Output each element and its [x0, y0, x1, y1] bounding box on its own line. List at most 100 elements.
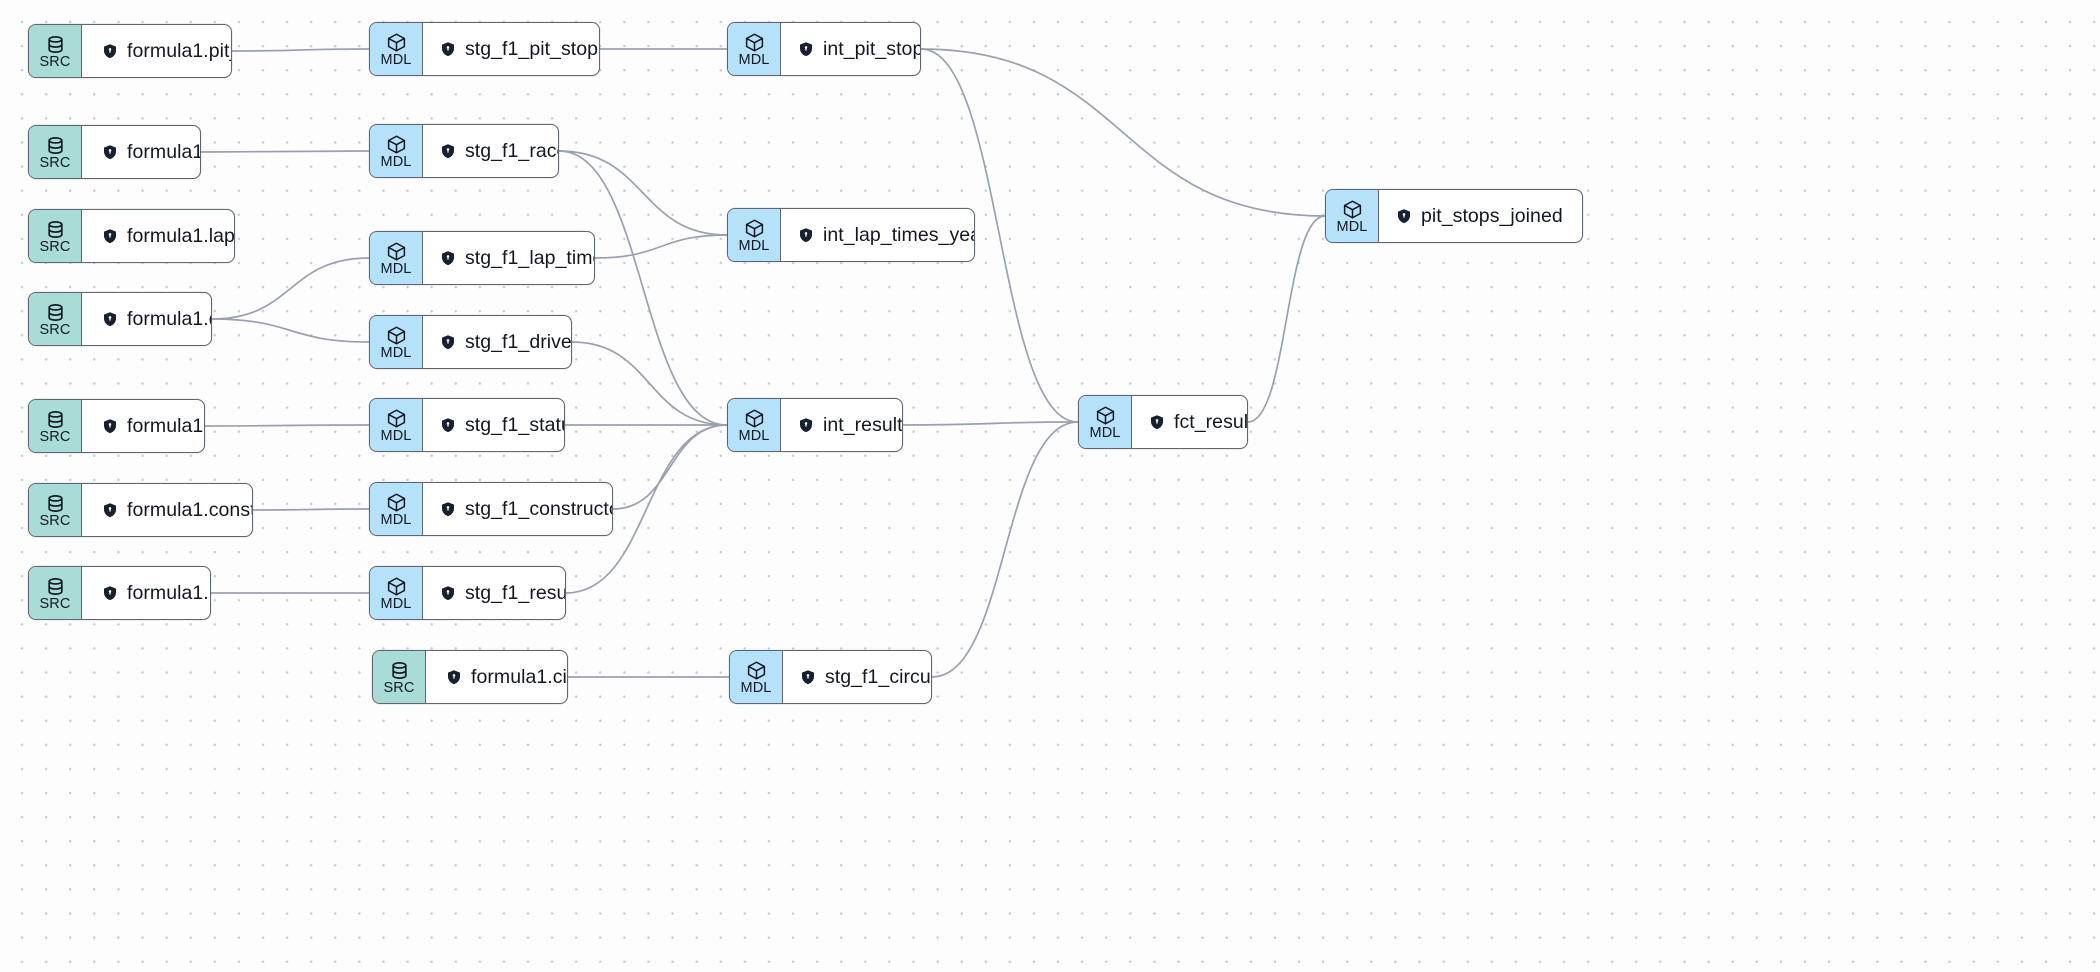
cube-icon — [386, 241, 407, 262]
node-label: int_results — [823, 413, 903, 436]
node-label: stg_f1_races — [465, 139, 558, 162]
lineage-edge-src_constructors-to-stg_constructors — [252, 508, 370, 511]
shield-icon — [440, 143, 456, 159]
shield-icon — [446, 669, 462, 685]
node-body[interactable]: int_lap_times_years — [781, 209, 974, 261]
lineage-edge-fct_results-to-pit_stops_joined — [1247, 215, 1326, 423]
lineage-node-stg_results[interactable]: MDL stg_f1_results — [369, 566, 566, 620]
lineage-node-stg_status[interactable]: MDL stg_f1_status — [369, 398, 565, 452]
lineage-node-src_races[interactable]: SRC formula1.races — [28, 125, 201, 179]
lineage-edge-stg_drivers-to-int_results — [571, 341, 728, 426]
lineage-node-src_results[interactable]: SRC formula1.results — [28, 566, 211, 620]
shield-icon — [1396, 208, 1412, 224]
model-badge: MDL — [370, 483, 423, 535]
node-type-label: MDL — [380, 261, 412, 277]
lineage-node-int_lap_times_years[interactable]: MDL int_lap_times_years — [727, 208, 975, 262]
cube-icon — [1342, 199, 1363, 220]
lineage-node-stg_drivers[interactable]: MDL stg_f1_drivers — [369, 315, 572, 369]
node-label: formula1.constructors — [127, 498, 252, 521]
node-label: pit_stops_joined — [1421, 204, 1563, 227]
node-body[interactable]: stg_f1_results — [423, 567, 565, 619]
node-body[interactable]: stg_f1_drivers — [423, 316, 571, 368]
node-body[interactable]: formula1.pit_stops — [82, 25, 231, 77]
model-badge: MDL — [370, 125, 423, 177]
model-badge: MDL — [1326, 190, 1379, 242]
node-label: formula1.drivers — [127, 307, 211, 330]
node-type-label: SRC — [39, 54, 71, 70]
database-cylinder-icon — [45, 34, 66, 55]
node-label: stg_f1_pit_stops — [465, 37, 600, 60]
cube-icon — [386, 576, 407, 597]
node-body[interactable]: stg_f1_races — [423, 125, 558, 177]
lineage-edge-src_races-to-stg_races — [200, 150, 370, 153]
lineage-node-src_pit_stops[interactable]: SRC formula1.pit_stops — [28, 24, 232, 78]
node-body[interactable]: fct_results — [1132, 396, 1248, 448]
lineage-node-stg_races[interactable]: MDL stg_f1_races — [369, 124, 559, 178]
node-label: stg_f1_status — [465, 413, 564, 436]
lineage-node-fct_results[interactable]: MDL fct_results — [1078, 395, 1248, 449]
node-body[interactable]: int_pit_stops — [781, 23, 920, 75]
cube-icon — [744, 32, 765, 53]
cube-icon — [386, 134, 407, 155]
lineage-node-src_status[interactable]: SRC formula1.status — [28, 399, 205, 453]
lineage-edge-stg_constructors-to-int_results — [612, 424, 728, 510]
source-badge: SRC — [29, 293, 82, 345]
source-badge: SRC — [29, 484, 82, 536]
node-label: stg_f1_circuits — [825, 665, 931, 688]
node-body[interactable]: stg_f1_constructors — [423, 483, 612, 535]
node-body[interactable]: int_results — [781, 399, 903, 451]
node-type-label: MDL — [738, 428, 770, 444]
node-label: fct_results — [1174, 410, 1248, 433]
node-type-label: MDL — [740, 680, 772, 696]
node-type-label: SRC — [39, 239, 71, 255]
node-body[interactable]: stg_f1_lap_times — [423, 232, 594, 284]
shield-icon — [440, 41, 456, 57]
lineage-node-src_circuits[interactable]: SRC formula1.circuits — [372, 650, 568, 704]
shield-icon — [1149, 414, 1165, 430]
node-type-label: SRC — [39, 513, 71, 529]
lineage-node-src_constructors[interactable]: SRC formula1.constructors — [28, 483, 253, 537]
node-body[interactable]: formula1.constructors — [82, 484, 252, 536]
lineage-edge-int_results-to-fct_results — [902, 421, 1079, 426]
cube-icon — [386, 408, 407, 429]
node-body[interactable]: stg_f1_pit_stops — [423, 23, 600, 75]
model-badge: MDL — [1079, 396, 1132, 448]
lineage-node-src_lap_times[interactable]: SRC formula1.lap_times — [28, 209, 235, 263]
lineage-node-pit_stops_joined[interactable]: MDL pit_stops_joined — [1325, 189, 1583, 243]
node-label: stg_f1_lap_times — [465, 246, 594, 269]
lineage-node-stg_constructors[interactable]: MDL stg_f1_constructors — [369, 482, 613, 536]
lineage-node-int_results[interactable]: MDL int_results — [727, 398, 903, 452]
lineage-node-stg_circuits[interactable]: MDL stg_f1_circuits — [729, 650, 932, 704]
model-badge: MDL — [728, 399, 781, 451]
database-cylinder-icon — [389, 660, 410, 681]
node-body[interactable]: stg_f1_circuits — [783, 651, 931, 703]
node-body[interactable]: pit_stops_joined — [1379, 190, 1582, 242]
node-body[interactable]: formula1.results — [82, 567, 210, 619]
node-body[interactable]: stg_f1_status — [423, 399, 564, 451]
node-type-label: MDL — [380, 154, 412, 170]
database-cylinder-icon — [45, 493, 66, 514]
node-label: stg_f1_results — [465, 581, 565, 604]
node-type-label: MDL — [1336, 219, 1368, 235]
database-cylinder-icon — [45, 219, 66, 240]
node-body[interactable]: formula1.status — [82, 400, 204, 452]
cube-icon — [744, 408, 765, 429]
node-body[interactable]: formula1.drivers — [82, 293, 211, 345]
node-body[interactable]: formula1.circuits — [426, 651, 567, 703]
source-badge: SRC — [29, 210, 82, 262]
lineage-node-stg_lap_times[interactable]: MDL stg_f1_lap_times — [369, 231, 595, 285]
lineage-edge-src_pit_stops-to-stg_pit_stops — [231, 48, 370, 52]
node-type-label: MDL — [738, 238, 770, 254]
database-cylinder-icon — [45, 409, 66, 430]
lineage-node-int_pit_stops[interactable]: MDL int_pit_stops — [727, 22, 921, 76]
lineage-edge-stg_lap_times-to-int_lap_times_years — [594, 234, 728, 259]
lineage-node-stg_pit_stops[interactable]: MDL stg_f1_pit_stops — [369, 22, 600, 76]
node-type-label: SRC — [39, 322, 71, 338]
lineage-node-src_drivers[interactable]: SRC formula1.drivers — [28, 292, 212, 346]
shield-icon — [798, 417, 814, 433]
node-type-label: MDL — [738, 52, 770, 68]
node-body[interactable]: formula1.races — [82, 126, 200, 178]
node-body[interactable]: formula1.lap_times — [82, 210, 234, 262]
cube-icon — [746, 660, 767, 681]
